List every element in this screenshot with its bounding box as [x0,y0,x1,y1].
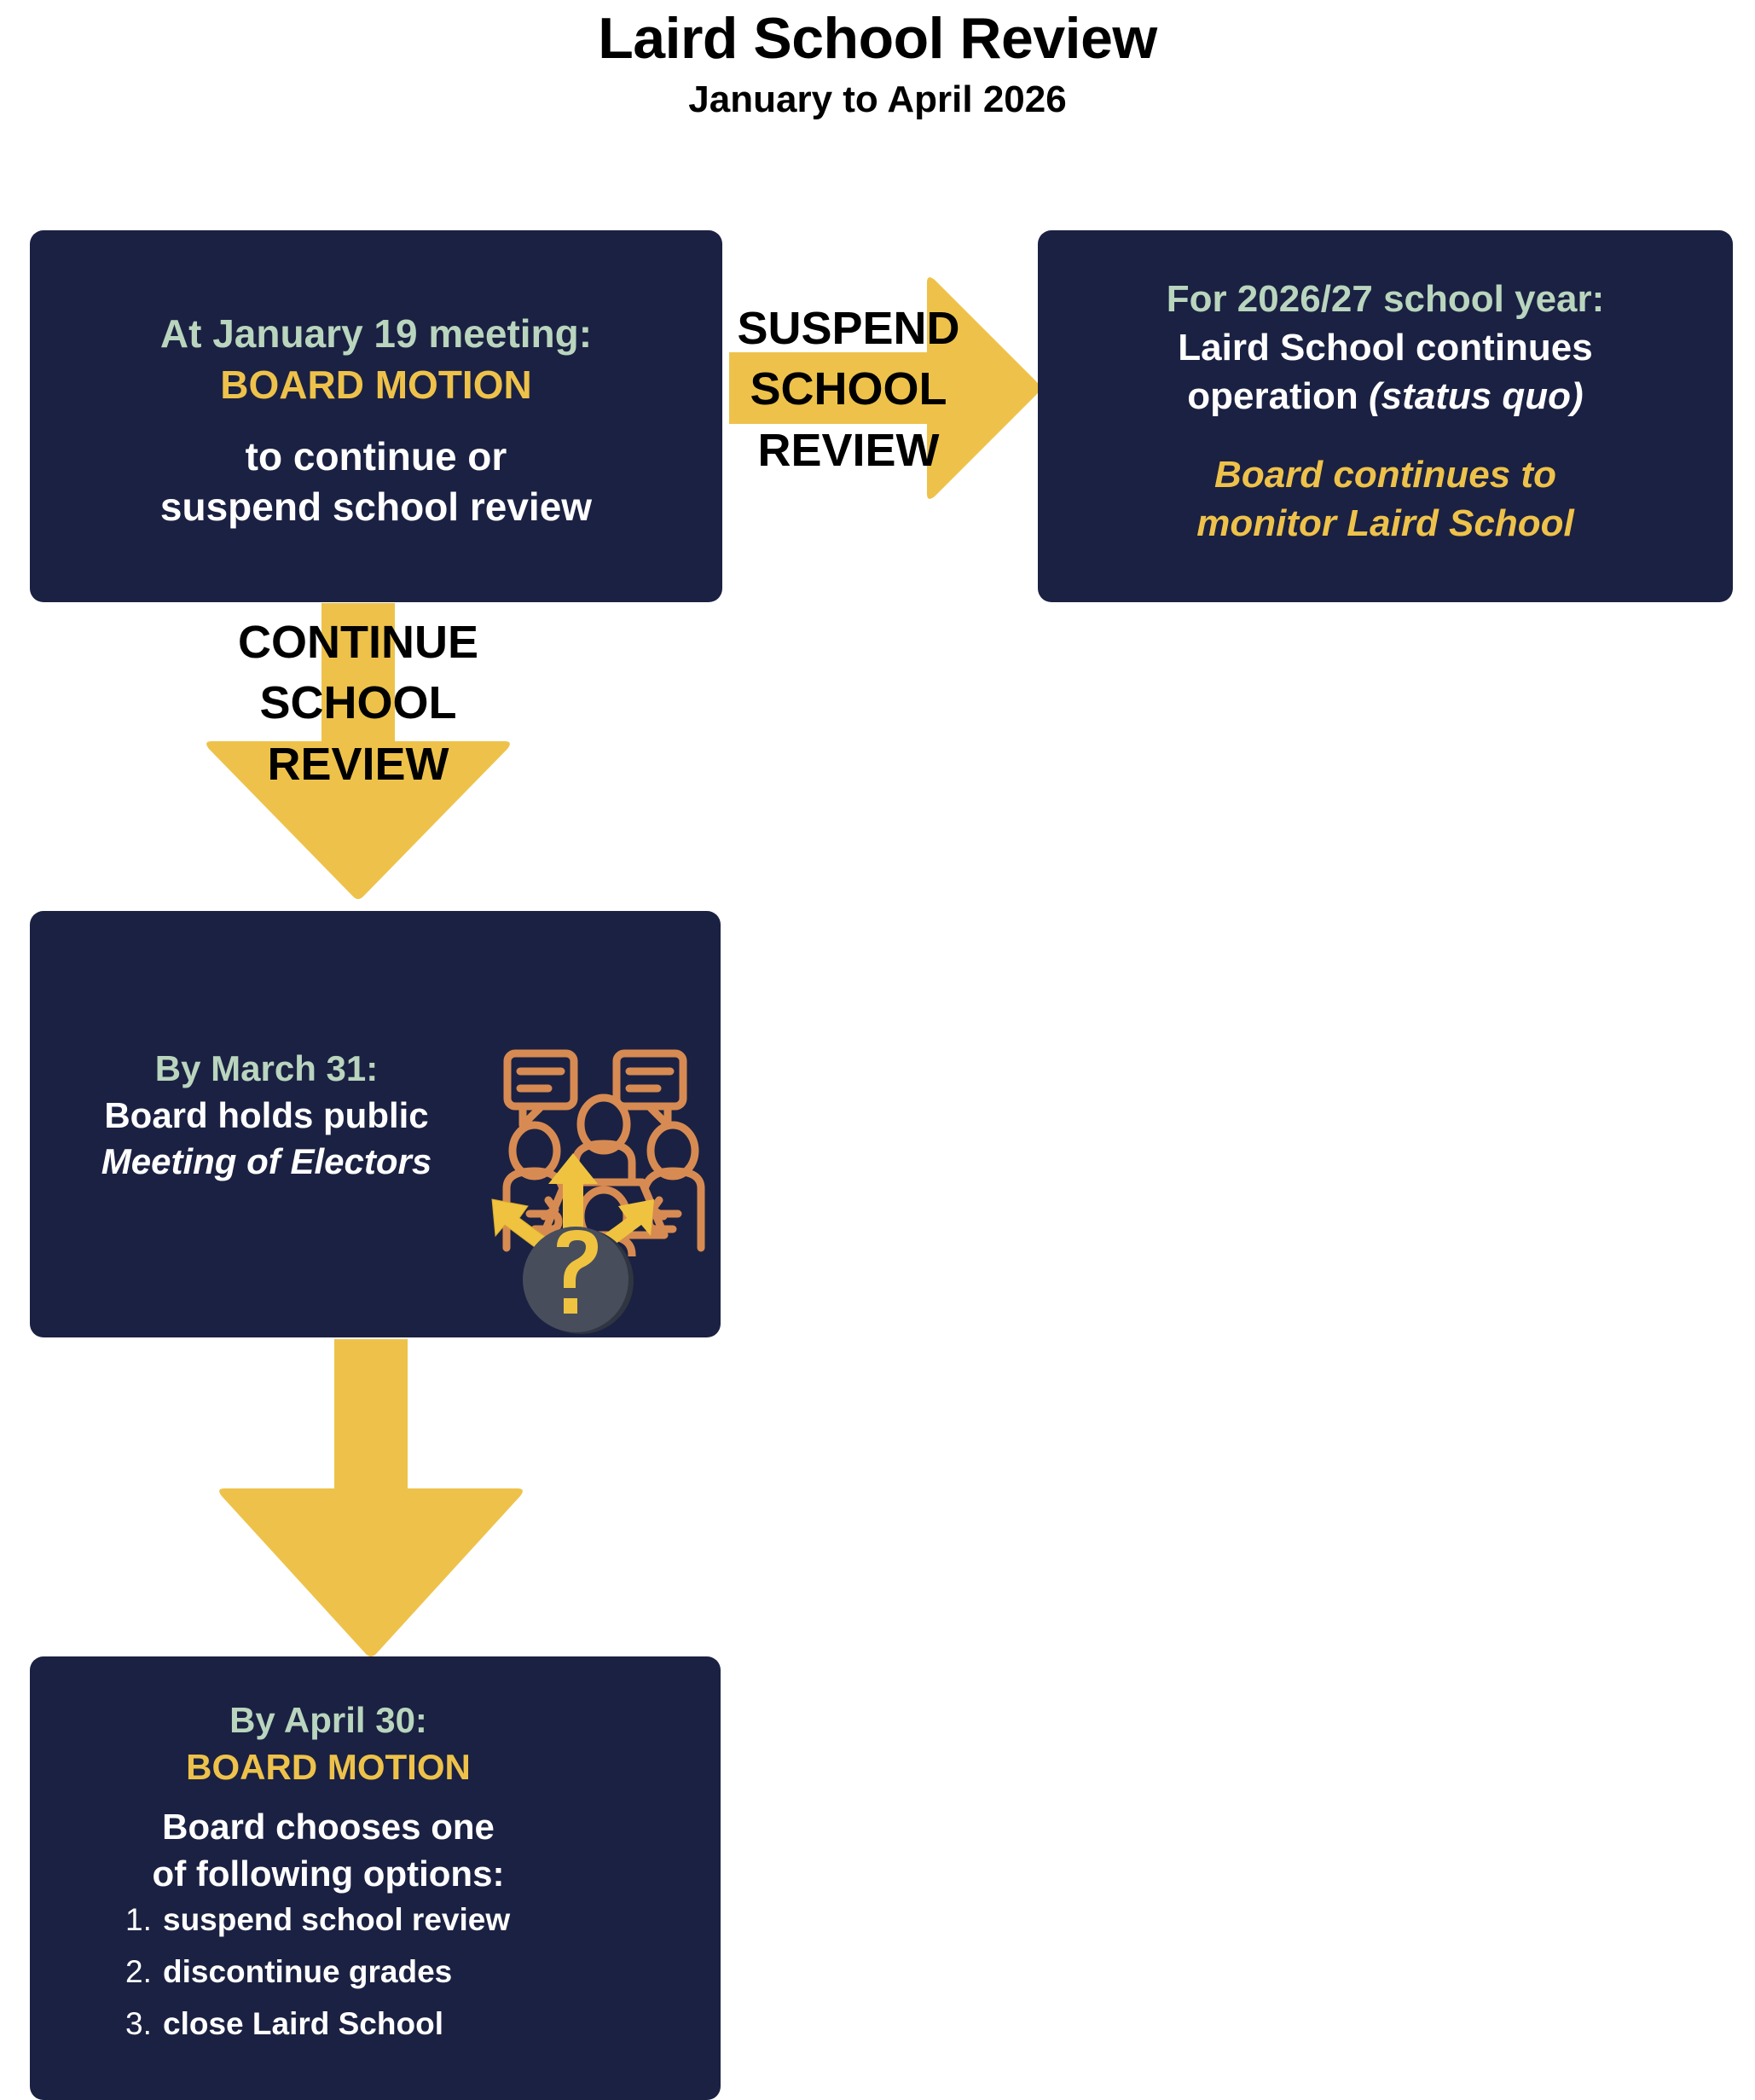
option-number: 3. [125,2006,152,2041]
january-body-line-1: to continue or [245,433,507,479]
january-body-line-2: suspend school review [159,484,593,530]
board-options-list: 1. suspend school review 2. discontinue … [125,1904,510,2060]
status-quo-operation-text: operation [1187,375,1369,418]
options-head-spacer [30,1790,627,1804]
page-subtitle: January to April 2026 [688,78,1067,121]
option-label: suspend school review [163,1902,511,1937]
electors-body-line-2: Meeting of Electors [101,1141,432,1182]
card-status-quo: For 2026/27 school year: Laird School co… [1038,230,1733,602]
april-deadline: By April 30: [229,1700,427,1740]
april-body-line-1: Board chooses one [162,1807,495,1848]
arrow-suspend-school-review [729,277,1040,499]
option-number: 2. [125,1954,152,1989]
option-label: close Laird School [163,2006,443,2041]
january-board-motion-label: BOARD MOTION [220,362,532,407]
electors-body-line-1: Board holds public [104,1094,429,1135]
card-april-board-options: By April 30: BOARD MOTION Board chooses … [30,1656,721,2100]
status-quo-school-year: For 2026/27 school year: [1166,278,1605,320]
list-item: 3. close Laird School [125,2008,510,2039]
status-quo-line-3: operation (status quo) [1084,372,1687,421]
card-january-board-motion: At January 19 meeting: BOARD MOTION to c… [30,230,722,602]
status-quo-monitor-line-1: Board continues to [1214,453,1556,496]
option-number: 1. [125,1902,152,1937]
april-board-motion-label: BOARD MOTION [186,1746,471,1787]
card-status-quo-text: For 2026/27 school year: Laird School co… [1038,275,1733,548]
april-body-line-2: of following options: [152,1853,505,1894]
status-quo-spacer [1084,421,1687,450]
card-options-text: By April 30: BOARD MOTION Board chooses … [30,1697,627,1897]
status-quo-italic-note: (status quo) [1368,375,1584,418]
meeting-of-electors-icon [502,1049,705,1256]
card-electors-text: By March 31: Board holds public Meeting … [30,1046,503,1186]
page-header: Laird School Review January to April 202… [0,0,1755,122]
list-item: 1. suspend school review [125,1904,510,1935]
status-quo-monitor-line-2: monitor Laird School [1196,502,1574,544]
arrow-continue-school-review [206,603,510,899]
status-quo-line-2: Laird School continues [1178,327,1593,369]
electors-deadline: By March 31: [154,1048,379,1088]
list-item: 2. discontinue grades [125,1956,510,1987]
question-mark-decision-icon [491,1153,654,1334]
january-meeting-date: At January 19 meeting: [159,311,593,356]
page-title: Laird School Review [598,6,1157,71]
option-label: discontinue grades [163,1954,453,1989]
card-january-text: At January 19 meeting: BOARD MOTION to c… [30,309,722,533]
arrow-to-april-decision [219,1339,523,1656]
